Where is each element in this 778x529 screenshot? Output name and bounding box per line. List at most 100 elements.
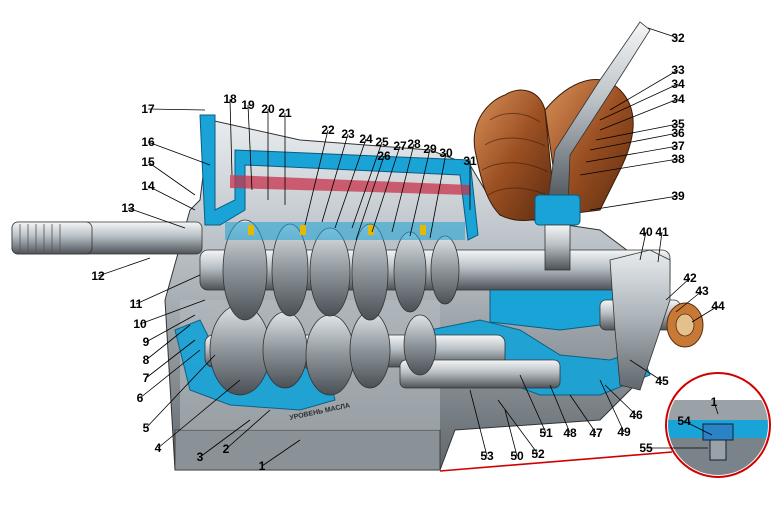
callout-leader-line xyxy=(713,401,719,415)
callout-number: 7 xyxy=(143,371,150,385)
callout-number: 34 xyxy=(671,92,685,106)
callout-number: 41 xyxy=(655,225,669,239)
callout-number: 18 xyxy=(223,92,237,106)
callout-leader-line xyxy=(657,231,663,263)
callout-number: 27 xyxy=(393,139,407,153)
callout-number: 45 xyxy=(655,374,669,388)
callout-number: 15 xyxy=(141,155,155,169)
callout-number: 22 xyxy=(321,123,335,137)
callout-leader-line xyxy=(675,290,703,313)
callout-leader-line xyxy=(579,158,679,176)
callout-number: 54 xyxy=(677,414,691,428)
callout-leader-line xyxy=(147,141,211,166)
callout-number: 24 xyxy=(359,132,373,146)
main-shaft-gears xyxy=(222,219,465,321)
callout-number: 5 xyxy=(143,421,150,435)
callout-leader-line xyxy=(139,299,206,325)
callout-number: 40 xyxy=(639,225,653,239)
callout-number: 51 xyxy=(539,426,553,440)
primary-shaft xyxy=(11,221,203,255)
callout-leader-line xyxy=(355,155,385,241)
callout-number: 6 xyxy=(137,391,144,405)
callout-leader-line xyxy=(321,133,349,223)
callout-number: 16 xyxy=(141,135,155,149)
callout-number: 26 xyxy=(377,149,391,163)
callout-number: 8 xyxy=(143,353,150,367)
callout-leader-line xyxy=(145,314,196,343)
callout-leader-line xyxy=(604,384,637,416)
callout-number: 36 xyxy=(671,126,685,140)
callout-number: 9 xyxy=(143,335,150,349)
callout-number: 12 xyxy=(91,269,105,283)
callout-leader-line xyxy=(599,83,679,121)
callout-leader-line xyxy=(497,399,539,455)
callout-leader-line xyxy=(351,141,383,229)
callout-number: 14 xyxy=(141,179,155,193)
callout-number: 1 xyxy=(711,395,718,409)
callout-number: 21 xyxy=(278,106,292,120)
callout-number: 31 xyxy=(463,154,477,168)
callout-number: 11 xyxy=(130,297,143,311)
callout-leader-line xyxy=(549,384,571,434)
callout-leader-line xyxy=(135,274,201,305)
gear-lever-assembly xyxy=(473,21,651,271)
callout-leader-line xyxy=(519,374,547,434)
callout-leader-line xyxy=(599,98,679,131)
callout-leader-line xyxy=(691,305,719,323)
callout-leader-line xyxy=(247,104,253,191)
callout-leader-line xyxy=(371,145,401,233)
callout-leader-line xyxy=(429,152,447,239)
callout-number: 44 xyxy=(711,299,725,313)
callout-number: 25 xyxy=(375,135,389,149)
callout-leader-line xyxy=(409,148,431,237)
callout-number: 49 xyxy=(617,425,631,439)
callout-number: 10 xyxy=(133,317,147,331)
callout-number: 30 xyxy=(439,146,453,160)
callout-leader-line xyxy=(647,27,679,39)
callout-leader-line xyxy=(147,185,196,211)
callout-leader-line xyxy=(504,409,518,457)
callout-number: 4 xyxy=(155,441,162,455)
callout-leader-line xyxy=(139,349,201,399)
callout-number: 48 xyxy=(563,426,577,440)
callout-leader-line xyxy=(157,379,241,449)
callout-leader-line xyxy=(304,129,329,226)
callout-leader-line xyxy=(609,69,679,111)
callout-number: 33 xyxy=(671,63,685,77)
callout-number: 43 xyxy=(695,284,709,298)
callout-leader-line xyxy=(147,161,196,196)
callout-number: 29 xyxy=(423,142,437,156)
callout-leader-line xyxy=(599,379,625,433)
callout-number: 32 xyxy=(671,31,685,45)
callout-number: 1 xyxy=(259,459,266,473)
callout-number: 47 xyxy=(589,426,603,440)
callout-leader-line xyxy=(569,394,597,434)
callout-leader-line xyxy=(665,277,691,301)
callout-number: 50 xyxy=(510,449,524,463)
callout-leader-line xyxy=(225,409,271,450)
callout-number: 3 xyxy=(197,450,204,464)
callout-number: 20 xyxy=(261,102,275,116)
rear-extension xyxy=(609,249,671,391)
callout-number: 37 xyxy=(671,139,685,153)
callout-number: 23 xyxy=(341,127,355,141)
callout-leader-line xyxy=(127,207,186,229)
callout-leader-line xyxy=(589,132,679,151)
callout-number: 35 xyxy=(671,117,685,131)
callout-number: 13 xyxy=(121,201,135,215)
callout-number: 28 xyxy=(407,137,421,151)
callout-leader-line xyxy=(334,138,367,229)
callout-number: 39 xyxy=(671,189,685,203)
callout-number: 55 xyxy=(639,441,653,455)
callout-leader-line xyxy=(469,389,488,457)
callout-number: 46 xyxy=(629,408,643,422)
callout-leader-line xyxy=(683,420,713,436)
callout-leader-line xyxy=(199,419,251,458)
callout-number: 17 xyxy=(141,102,155,116)
callout-leader-line xyxy=(639,231,647,261)
callout-leader-line xyxy=(261,439,301,467)
callout-number: 53 xyxy=(480,449,494,463)
callout-leader-line xyxy=(595,123,679,141)
callout-leader-line xyxy=(97,257,151,277)
